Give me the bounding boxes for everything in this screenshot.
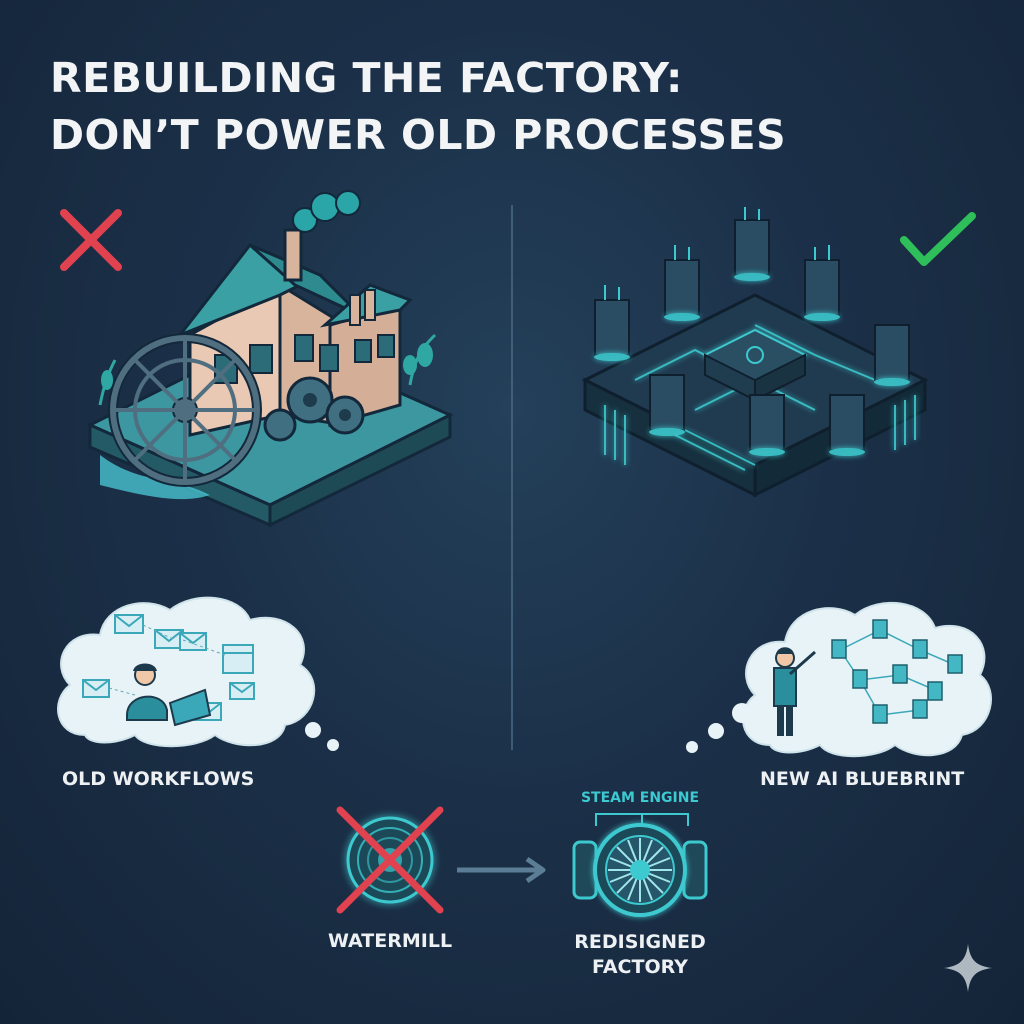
watermill-power-icon xyxy=(336,806,444,914)
arrow-right-icon xyxy=(457,856,546,884)
center-divider xyxy=(511,205,513,750)
new-ai-blueprint-label: NEW AI BLUEBRINT xyxy=(760,768,965,790)
left-bubble-trail xyxy=(277,704,339,751)
right-bubble-trail xyxy=(686,703,752,753)
watermill-label: WATERMILL xyxy=(327,930,453,952)
redesigned-factory-label-line-2: FACTORY xyxy=(592,956,688,978)
title-line-1: REBUILDING THE FACTORY: xyxy=(50,54,683,102)
title-line-2: DON’T POWER OLD PROCESSES xyxy=(50,111,787,159)
sparkle-icon xyxy=(944,944,992,992)
ai-blueprint-thought-bubble xyxy=(742,602,992,758)
check-icon xyxy=(900,212,976,266)
redesigned-factory-label: REDISIGNED FACTORY xyxy=(560,930,720,980)
steam-engine-caption: STEAM ENGINE xyxy=(580,790,700,806)
turbine-engine-icon xyxy=(572,823,708,917)
old-workflows-thought-bubble xyxy=(57,596,316,748)
redesigned-factory-label-line-1: REDISIGNED xyxy=(574,931,706,953)
watermill-factory-illustration xyxy=(86,190,454,528)
old-workflows-label: OLD WORKFLOWS xyxy=(62,768,255,790)
page-title: REBUILDING THE FACTORY: DON’T POWER OLD … xyxy=(50,50,950,164)
ai-server-grid-illustration xyxy=(581,207,929,498)
cross-icon xyxy=(60,209,122,271)
